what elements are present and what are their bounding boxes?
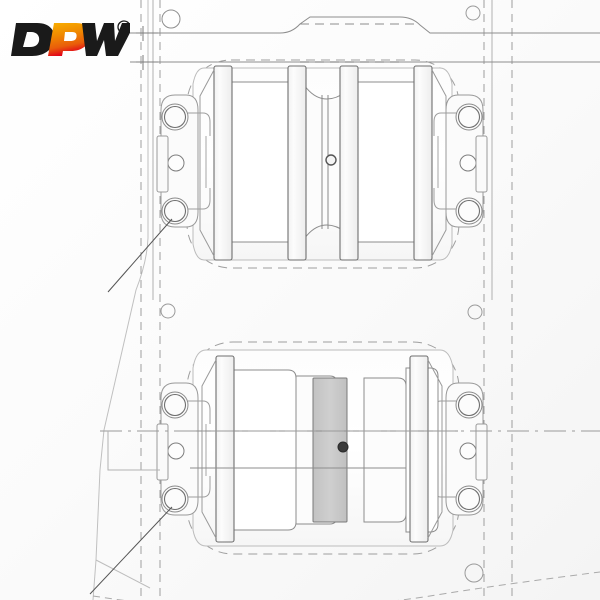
upper-right-arm-bottom [433,188,456,210]
outer-housing-boundary [92,0,600,600]
lower-right-center-hole [459,442,477,460]
lower-right-bolt-hole-top-inner [457,393,481,417]
upper-left-bolt-hole-bottom-inner [163,199,187,223]
top-housing-profile [130,16,600,63]
lower-right-bolt-hole-top [455,391,483,419]
upper-left-bolt-hole-top [161,103,189,131]
lower-right-slot [475,423,488,481]
upper-right-center-hole [459,154,477,172]
frame-bottom-dashed [92,571,600,600]
frame-corner-chamfer [95,559,151,589]
upper-left-bolt-hole-bottom [161,197,189,225]
upper-barrel-left [227,81,297,243]
lower-centerline-group [100,430,600,471]
lower-left-center-hole [167,442,185,460]
housing-top-outline [130,16,600,34]
upper-right-bolt-hole-top [455,103,483,131]
mid-left-detail-circle [160,303,176,319]
mid-right-detail-circle [467,304,483,320]
lower-flange-left [215,355,235,543]
lower-flange-right [409,355,429,543]
upper-right-bolt-hole-bottom [455,197,483,225]
upper-left-slot [156,135,169,193]
vertical-solid-lines [152,0,493,300]
upper-hub-shoulder-right [431,69,447,257]
top-left-detail-circle [161,9,181,29]
upper-flange-ribs [213,65,433,261]
lower-right-bolt-hole-bottom-inner [457,487,481,511]
lower-left-bolt-hole-bottom [161,485,189,513]
lower-left-slot [156,423,169,481]
upper-grease-port [325,154,337,166]
lower-grease-plug [337,441,349,453]
lower-roller-view [89,341,488,595]
lower-barrel-left [231,369,297,531]
upper-left-bolt-hole-top-inner [163,105,187,129]
lower-left-arm-top [188,400,211,424]
lower-right-bolt-hole-bottom [455,485,483,513]
upper-left-arm-top [188,112,211,136]
lower-left-bracket [156,382,211,516]
upper-right-slot [475,135,488,193]
upper-flange-1 [213,65,233,261]
upper-left-arm-bottom [188,188,211,210]
frame-left-edge [92,0,149,600]
lower-leader-line [89,506,173,595]
lower-left-arm-bottom [188,476,211,498]
bottom-right-detail-circle [464,563,484,583]
top-right-detail-circle [465,5,481,21]
lower-left-bolt-hole-top-inner [163,393,187,417]
lower-left-step-line [107,431,160,471]
lower-left-bolt-hole-bottom-inner [163,487,187,511]
upper-right-bolt-hole-top-inner [457,105,481,129]
upper-left-center-hole [167,154,185,172]
upper-right-bolt-hole-bottom-inner [457,199,481,223]
lower-left-bolt-hole-top [161,391,189,419]
upper-flange-3 [339,65,359,261]
upper-roller-view [107,59,488,293]
upper-left-bracket [156,94,211,228]
vertical-construction-lines [140,0,513,600]
lower-hub-shoulder-left [201,359,217,539]
mid-region-details [160,5,484,583]
upper-flange-2 [287,65,307,261]
lower-barrel-right-step [363,377,407,523]
upper-leader-line [107,218,173,293]
upper-flange-4 [413,65,433,261]
construction-tick-marks [136,26,158,70]
upper-right-arm-top [433,112,456,136]
lower-hub-shoulder-right [427,359,443,539]
upper-hub-shoulder-left [199,69,215,257]
upper-right-bracket [433,94,488,228]
